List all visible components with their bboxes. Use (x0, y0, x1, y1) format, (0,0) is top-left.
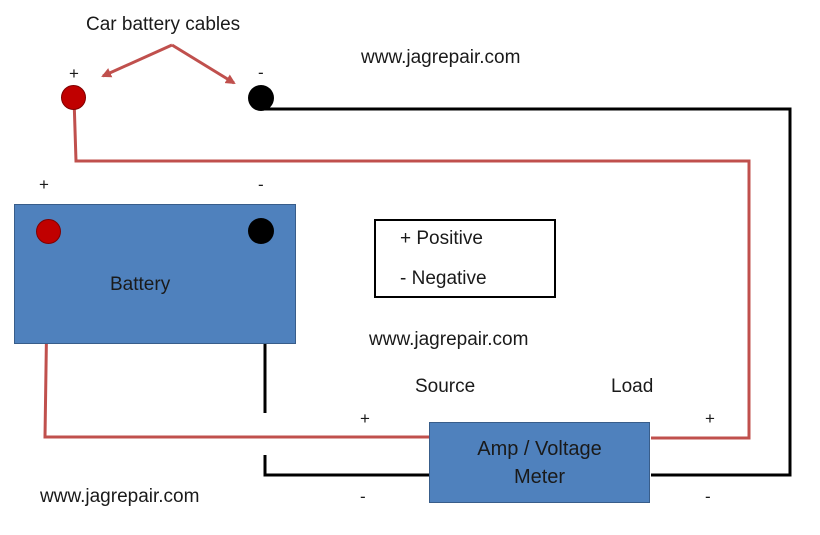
cable-positive-sign: + (69, 64, 79, 83)
legend-negative: - Negative (400, 268, 487, 289)
load-label: Load (611, 376, 654, 397)
meter-label: Amp / Voltage Meter (477, 437, 602, 488)
cable-negative-sign: - (258, 63, 264, 82)
negative-cable-wire (261, 107, 792, 477)
meter-source-negative-sign: - (360, 487, 366, 506)
title-arrow-negative (171, 43, 236, 85)
website-bottom: www.jagrepair.com (40, 486, 200, 507)
legend-positive: + Positive (400, 228, 483, 249)
positive-cable-wire (72, 97, 751, 440)
meter-load-positive-sign: + (705, 409, 715, 428)
battery-label: Battery (110, 274, 171, 295)
battery-positive-terminal (36, 219, 61, 244)
cable-positive-terminal (61, 85, 86, 110)
meter-source-positive-sign: + (360, 409, 370, 428)
negative-meter-wire (263, 455, 429, 477)
legend-box: + Positive - Negative (374, 219, 556, 298)
battery-positive-sign: + (39, 175, 49, 194)
diagram-title: Car battery cables (86, 14, 241, 35)
website-middle: www.jagrepair.com (369, 329, 529, 350)
website-top: www.jagrepair.com (361, 47, 521, 68)
meter-box: Amp / Voltage Meter (429, 422, 650, 503)
battery-negative-terminal (248, 218, 274, 244)
source-label: Source (415, 376, 476, 397)
title-arrow-positive (101, 43, 173, 78)
battery-negative-sign: - (258, 175, 264, 194)
meter-load-negative-sign: - (705, 487, 711, 506)
cable-negative-terminal (248, 85, 274, 111)
